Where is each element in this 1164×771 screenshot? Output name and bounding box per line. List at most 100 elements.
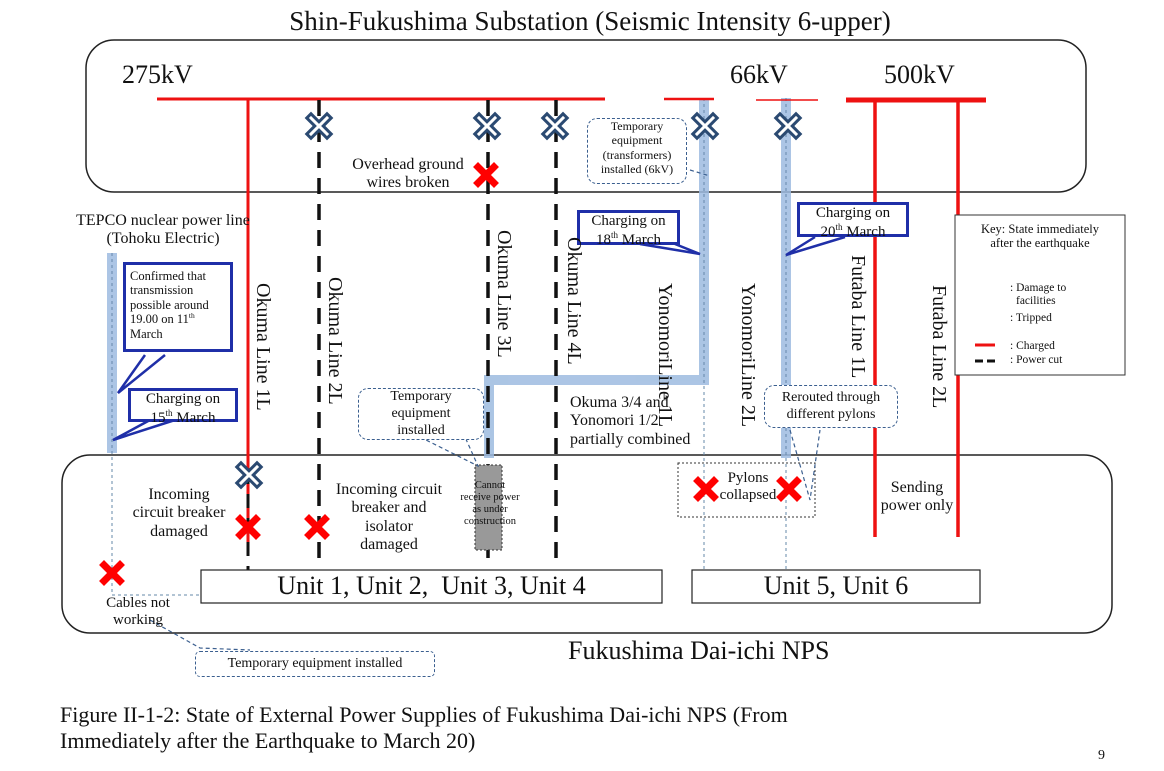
damage-icon: [473, 162, 499, 188]
okuma-combined-label: Okuma 3/4 and Yonomori 1/2 partially com…: [570, 394, 690, 449]
units-1-4-box: [200, 569, 663, 604]
text-line: installed (6kV): [600, 162, 674, 177]
text-line: equipment: [611, 133, 663, 148]
superscript: th: [165, 408, 173, 419]
text-line: damaged: [360, 536, 418, 554]
text-line: Line 2L: [737, 363, 759, 428]
text-part: March: [618, 232, 661, 249]
text-line: 20th March: [800, 222, 906, 241]
tepco-line-label: TEPCO nuclear power line (Tohoku Electri…: [58, 212, 268, 249]
okuma4-label: Okuma Line 4L: [563, 237, 585, 365]
text-part: 20: [820, 224, 836, 241]
yonomori1-label: YonomoriLine 1L: [654, 283, 676, 428]
text-line: Incoming: [148, 486, 210, 503]
text-line: Cannot: [474, 480, 506, 491]
overhead-ground-label: Overhead ground wires broken: [338, 156, 478, 193]
text-line: Charging on: [815, 205, 891, 221]
substation-title: Shin-Fukushima Substation (Seismic Inten…: [289, 6, 891, 36]
damage-icon: [235, 514, 261, 540]
text-line: possible around: [130, 297, 209, 312]
text-line: damaged: [150, 522, 208, 540]
text-line: as under: [472, 504, 508, 516]
text-line: 15th March: [131, 408, 235, 427]
text-line: wires broken: [366, 174, 450, 192]
temp-transformers-callout: Temporary equipment (transformers) insta…: [587, 118, 687, 184]
text-line: after the earthquake: [990, 236, 1090, 251]
caption-line-1: Figure II-1-2: State of External Power S…: [60, 702, 788, 728]
text-line: circuit breaker: [132, 504, 226, 522]
text-line: Line 1L: [654, 363, 676, 428]
label-66kv: 66kV: [730, 60, 788, 89]
text-line: Incoming circuit: [335, 481, 443, 498]
caption-line-2: Immediately after the Earthquake to Marc…: [60, 728, 476, 754]
temp-bottom-callout: Temporary equipment installed: [195, 651, 435, 677]
okuma1-label: Okuma Line 1L: [252, 283, 274, 411]
text-line: Okuma 3/4 and: [570, 394, 669, 411]
text-line: transmission: [130, 283, 194, 298]
text-part: 15: [150, 410, 166, 427]
damage-icon: [693, 476, 719, 502]
caption-text: : State of External Power Supplies of Fu…: [174, 702, 788, 727]
units-5-6-label: Unit 5, Unit 6: [763, 571, 909, 600]
text-line: installed: [397, 422, 445, 438]
damage-icon: [776, 476, 802, 502]
confirmed-callout: Confirmed that transmission possible aro…: [123, 262, 233, 352]
under-construction-box: [474, 464, 503, 551]
okuma3-label: Okuma Line 3L: [493, 230, 515, 358]
incoming-cb-isolator-label: Incoming circuit breaker and isolator da…: [323, 481, 455, 555]
key-damage-label: : Damage to facilities: [1010, 282, 1066, 308]
key-box: [954, 214, 1126, 376]
key-title: Key: State immediately after the earthqu…: [958, 222, 1122, 251]
text-line: power only: [880, 497, 954, 515]
text-line: Yonomori 1/2: [570, 412, 659, 430]
cannot-receive-label: Cannot receive power as under constructi…: [450, 480, 530, 528]
page-number: 9: [1098, 748, 1105, 763]
combined-horizontal-path: [484, 375, 709, 385]
text-line: Overhead ground: [352, 156, 464, 173]
temp-installed-callout: Temporary equipment installed: [358, 388, 484, 440]
text-line: Yonomori: [737, 283, 759, 364]
text-line: breaker and: [351, 499, 427, 517]
damage-markers: [99, 162, 997, 586]
text-line: Temporary: [390, 389, 452, 404]
charging-18-callout: Charging on 18th March: [577, 210, 680, 248]
text-part: March: [172, 410, 216, 427]
futaba1-label: Futaba Line 1L: [847, 255, 869, 379]
tepco-temp-path: [107, 253, 117, 453]
charging-15-callout: Charging on 15th March: [128, 388, 238, 426]
text-line: Charging on: [591, 213, 666, 229]
text-line: TEPCO nuclear power line: [76, 212, 250, 229]
key-tripped-label: : Tripped: [1010, 312, 1052, 324]
text-line: receive power: [460, 492, 520, 504]
incoming-cb-label: Incoming circuit breaker damaged: [118, 486, 240, 541]
text-line: Sending: [890, 479, 944, 496]
units-5-6-box: [691, 569, 981, 604]
text-line: different pylons: [786, 406, 876, 422]
pylons-label: Pylons collapsed: [708, 470, 788, 505]
text-line: Charging on: [145, 391, 221, 407]
text-line: collapsed: [719, 487, 777, 504]
sending-power-label: Sending power only: [872, 479, 962, 516]
text-line: partially combined: [570, 430, 691, 448]
damage-icon: [99, 560, 125, 586]
futaba2-label: Futaba Line 2L: [928, 285, 950, 409]
figure-caption: Figure II-1-2: State of External Power S…: [60, 702, 788, 755]
text-line: Key: State immediately: [980, 222, 1100, 236]
plant-title: Fukushima Dai-ichi NPS: [568, 636, 830, 665]
text-line: Rerouted through: [781, 390, 881, 405]
text-part: 18: [596, 232, 612, 249]
superscript: th: [611, 230, 619, 241]
superscript: th: [188, 311, 195, 321]
cables-label: Cables not working: [88, 595, 188, 630]
text-line: (Tohoku Electric): [106, 230, 220, 248]
text-line: equipment: [391, 405, 451, 421]
text-line: Confirmed that: [130, 269, 207, 283]
text-line: isolator: [365, 517, 413, 535]
units-1-4-label: Unit 1, Unit 2, Unit 3, Unit 4: [277, 571, 586, 600]
rerouted-callout: Rerouted through different pylons: [764, 385, 898, 428]
pylons-box: [677, 462, 816, 518]
text-line: 18th March: [580, 230, 677, 249]
text-line: : Damage to: [1010, 282, 1067, 294]
label-500kv: 500kV: [884, 60, 955, 89]
